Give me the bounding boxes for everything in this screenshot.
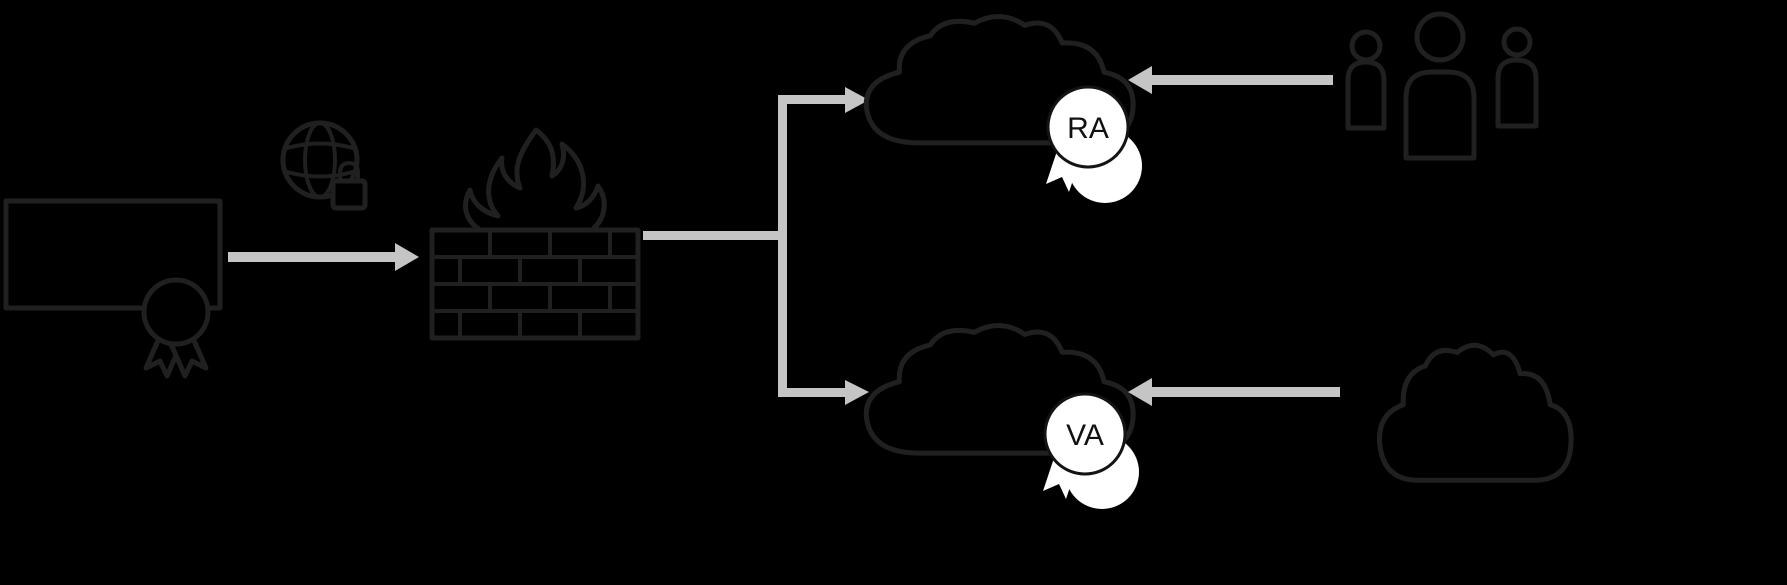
branch-connector (643, 87, 869, 405)
certificate-seal (141, 277, 211, 347)
user-group-icon (1345, 11, 1539, 161)
padlock-body (330, 178, 368, 211)
user-right-body (1495, 57, 1539, 129)
globe-latitude-bottom (285, 170, 355, 179)
user-center-body (1403, 69, 1477, 161)
branch-line-vertical (778, 95, 787, 397)
certificate-icon (3, 198, 223, 379)
arrow-users-to-ra (1128, 66, 1333, 94)
va-cloud: VA (866, 325, 1139, 509)
va-badge-icon: VA (1043, 392, 1139, 509)
firewall-bricks (430, 228, 640, 340)
branch-line-horizontal (643, 231, 780, 240)
certificate-card (3, 198, 223, 311)
arrow-cloud-to-va (1128, 378, 1340, 406)
ra-badge-circle (1046, 85, 1130, 169)
user-center-head (1414, 11, 1466, 63)
firewall-icon (429, 127, 641, 341)
arrow-cert-to-firewall (228, 243, 419, 271)
user-right-head (1501, 26, 1533, 58)
va-badge-circle (1043, 392, 1127, 476)
globe-lock-icon (280, 120, 368, 211)
arrow-to-va-cloud (787, 380, 869, 405)
firewall-flames (463, 127, 607, 233)
external-cloud-icon (1379, 345, 1571, 480)
globe-latitude-top (285, 141, 355, 150)
padlock-shackle (338, 160, 360, 183)
ra-badge-label: RA (1067, 112, 1109, 145)
globe-meridian (303, 121, 337, 199)
user-left-body (1345, 59, 1387, 131)
va-badge-label: VA (1066, 419, 1104, 452)
cloud-icon (1379, 345, 1571, 480)
arrow-to-ra-cloud (787, 87, 869, 113)
user-left-head (1349, 29, 1383, 63)
ra-cloud: RA (866, 16, 1142, 203)
ra-badge-icon: RA (1046, 85, 1142, 203)
